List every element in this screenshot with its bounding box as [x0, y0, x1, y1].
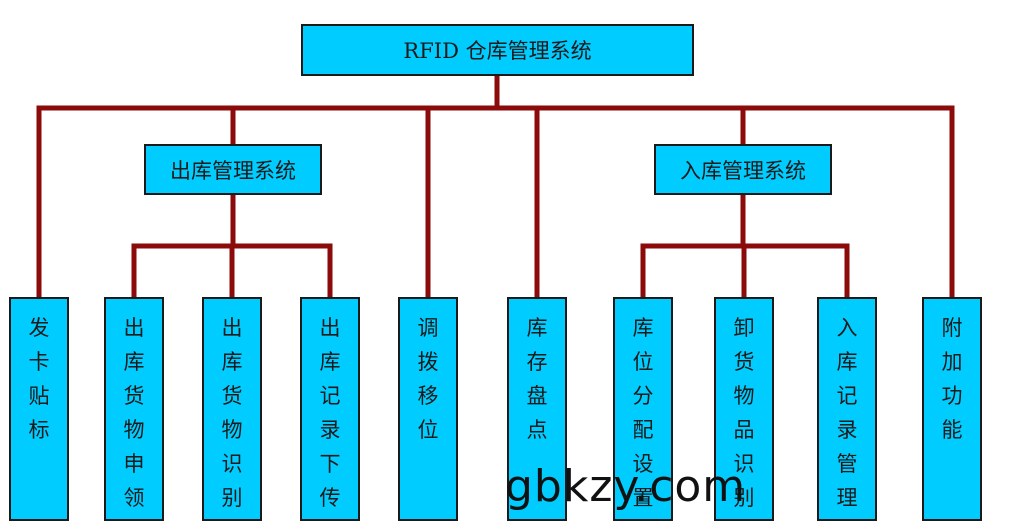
leaf-node-char: 品 — [733, 418, 755, 442]
leaf-node-char: 存 — [526, 350, 548, 374]
leaf-node-char: 库 — [526, 316, 548, 340]
leaf-node-label: 发卡贴标 — [11, 311, 67, 447]
root-node-label: RFID 仓库管理系统 — [403, 39, 592, 63]
leaf-node-label: 附加功能 — [924, 311, 980, 447]
group-node-inbound: 入库管理系统 — [654, 144, 832, 195]
group-node-label: 出库管理系统 — [170, 158, 296, 183]
leaf-node-char: 录 — [319, 418, 341, 442]
leaf-node-char: 领 — [123, 486, 145, 510]
group-node-outbound: 出库管理系统 — [144, 144, 322, 195]
leaf-node-char: 盘 — [526, 384, 548, 408]
leaf-node-l8: 入库记录管理 — [817, 297, 877, 521]
leaf-node-char: 识 — [733, 452, 755, 476]
leaf-node-char: 拨 — [417, 350, 439, 374]
leaf-node-char: 记 — [319, 384, 341, 408]
leaf-node-l9: 附加功能 — [922, 297, 982, 521]
leaf-node-char: 位 — [417, 418, 439, 442]
leaf-node-char: 理 — [836, 486, 858, 510]
leaf-node-char: 货 — [733, 350, 755, 374]
leaf-node-char: 库 — [221, 350, 243, 374]
leaf-node-char: 加 — [941, 350, 963, 374]
leaf-node-char: 物 — [123, 418, 145, 442]
leaf-node-char: 管 — [836, 452, 858, 476]
leaf-node-label: 库位分配设置 — [615, 311, 671, 515]
leaf-node-label: 卸货物品识别 — [716, 311, 772, 515]
leaf-node-char: 移 — [417, 384, 439, 408]
leaf-node-char: 出 — [221, 316, 243, 340]
leaf-node-char: 库 — [632, 316, 654, 340]
leaf-node-label: 调拨移位 — [400, 311, 456, 447]
leaf-node-char: 配 — [632, 418, 654, 442]
leaf-node-l7: 卸货物品识别 — [714, 297, 774, 521]
leaf-node-char: 别 — [733, 486, 755, 510]
leaf-node-char: 传 — [319, 486, 341, 510]
leaf-node-char: 识 — [221, 452, 243, 476]
root-node: RFID 仓库管理系统 — [301, 24, 694, 76]
leaf-node-char: 库 — [836, 350, 858, 374]
leaf-node-label: 出库记录下传 — [302, 311, 358, 515]
leaf-node-char: 物 — [221, 418, 243, 442]
leaf-node-char: 申 — [123, 452, 145, 476]
leaf-node-char: 位 — [632, 350, 654, 374]
leaf-node-char: 下 — [319, 452, 341, 476]
leaf-node-label: 出库货物识别 — [204, 311, 260, 515]
leaf-node-char: 货 — [123, 384, 145, 408]
leaf-node-char: 录 — [836, 418, 858, 442]
leaf-node-char: 卡 — [28, 350, 50, 374]
leaf-node-label: 库存盘点 — [509, 311, 565, 447]
leaf-node-char: 点 — [526, 418, 548, 442]
leaf-node-char: 记 — [836, 384, 858, 408]
leaf-node-char: 别 — [221, 486, 243, 510]
leaf-node-l6: 库位分配设置 — [613, 297, 673, 521]
leaf-node-char: 出 — [123, 316, 145, 340]
leaf-node-char: 标 — [28, 418, 50, 442]
leaf-node-char: 发 — [28, 316, 50, 340]
leaf-node-char: 置 — [632, 486, 654, 510]
leaf-node-label: 入库记录管理 — [819, 311, 875, 515]
leaf-node-label: 出库货物申领 — [106, 311, 162, 515]
leaf-node-l1: 出库货物申领 — [104, 297, 164, 521]
leaf-node-char: 物 — [733, 384, 755, 408]
leaf-node-char: 卸 — [733, 316, 755, 340]
leaf-node-char: 货 — [221, 384, 243, 408]
leaf-node-char: 入 — [836, 316, 858, 340]
leaf-node-char: 贴 — [28, 384, 50, 408]
leaf-node-l3: 出库记录下传 — [300, 297, 360, 521]
watermark: gbkzy.com — [505, 461, 747, 512]
leaf-node-char: 能 — [941, 418, 963, 442]
leaf-node-char: 调 — [417, 316, 439, 340]
leaf-node-char: 库 — [319, 350, 341, 374]
leaf-node-l0: 发卡贴标 — [9, 297, 69, 521]
leaf-node-char: 附 — [941, 316, 963, 340]
leaf-node-char: 库 — [123, 350, 145, 374]
group-node-label: 入库管理系统 — [680, 158, 806, 183]
leaf-node-char: 功 — [941, 384, 963, 408]
leaf-node-char: 设 — [632, 452, 654, 476]
leaf-node-l5: 库存盘点 — [507, 297, 567, 521]
leaf-node-char: 出 — [319, 316, 341, 340]
leaf-node-char: 分 — [632, 384, 654, 408]
leaf-node-l2: 出库货物识别 — [202, 297, 262, 521]
leaf-node-l4: 调拨移位 — [398, 297, 458, 521]
